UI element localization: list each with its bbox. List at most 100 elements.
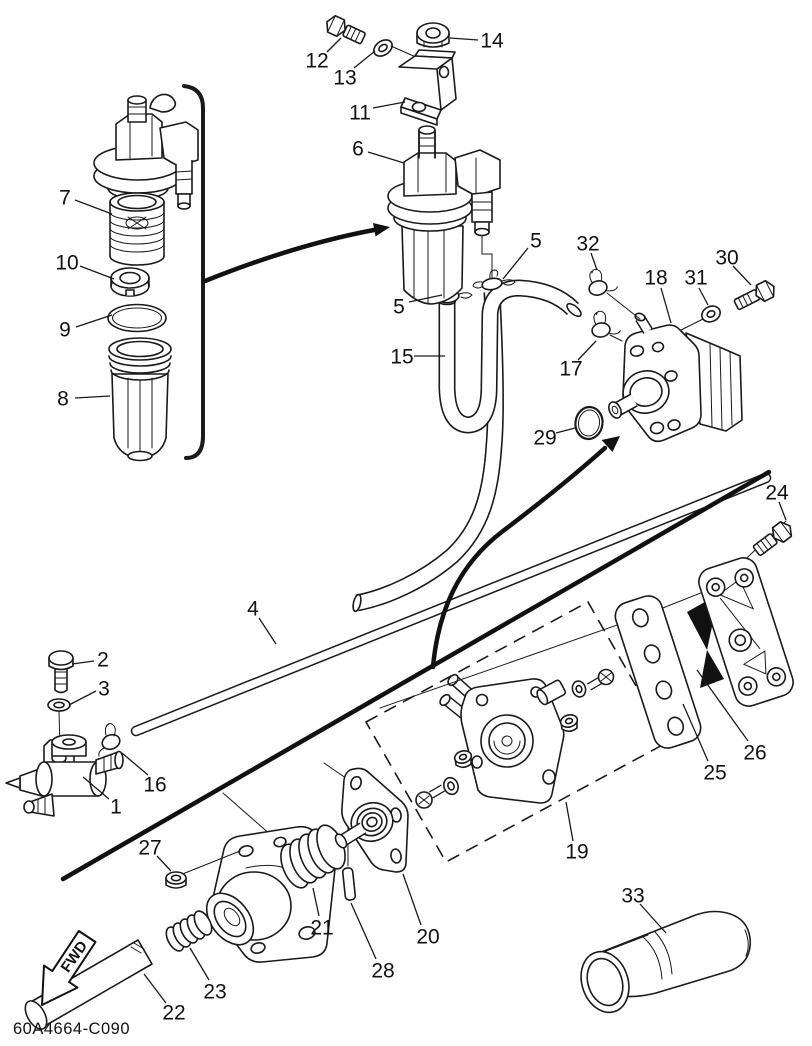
part-callout-7: 7: [59, 187, 71, 210]
spring-21: [280, 824, 346, 889]
pipe-clip-16: [98, 723, 121, 757]
o-ring-29: [574, 405, 604, 441]
o-ring-9-drawing: [107, 303, 167, 333]
callout-leader-31: [698, 287, 709, 306]
callout-leader-30: [732, 265, 752, 286]
part-callout-28: 28: [371, 960, 394, 983]
part-callout-17: 17: [559, 358, 582, 381]
callout-leader-16: [121, 752, 149, 776]
valve-cap-19: [536, 679, 567, 706]
part-callout-25: 25: [703, 762, 726, 785]
part-callout-26: 26: [743, 742, 766, 765]
callout-leader-14: [449, 37, 479, 41]
nut-14: [416, 22, 450, 48]
part-callout-6: 6: [352, 138, 364, 161]
nut-19-left: [453, 750, 473, 769]
bolt-30: [733, 279, 775, 311]
part-callout-14: 14: [480, 30, 504, 53]
fuel-hose-lower: [352, 291, 504, 613]
detail-reference-arrow-bottom: [430, 436, 620, 670]
part-callout-19: 19: [565, 841, 588, 864]
fuel-joint-1: [5, 734, 124, 817]
clip-align-lines: [606, 292, 641, 342]
callout-leader-32: [590, 252, 598, 271]
align-line-27: [179, 850, 241, 876]
filter-element-drawing: [109, 192, 165, 266]
callout-leader-11: [372, 101, 406, 109]
callout-leader-7: [74, 199, 113, 215]
nut-27: [165, 871, 187, 889]
fuel-pump-18: [608, 312, 743, 443]
retaining-clip-32: [583, 264, 619, 298]
part-callout-33: 33: [621, 885, 644, 908]
hose-clip-5-right: [472, 269, 516, 291]
pump-body-19: [439, 673, 565, 804]
washer-13: [373, 39, 393, 57]
assembly-axis-line: [379, 520, 787, 709]
part-callout-29: 29: [533, 427, 556, 450]
fuel-hose-15: [437, 279, 582, 434]
part-callout-32: 32: [576, 233, 599, 256]
part-callout-5: 5: [530, 230, 542, 253]
part-callout-5: 5: [393, 296, 405, 319]
callout-leader-22: [143, 973, 167, 1004]
callout-leader-20: [402, 873, 422, 926]
nut-19-right: [559, 714, 579, 733]
washer-31: [701, 305, 721, 323]
gasket-25: [614, 595, 702, 749]
engine-section-line: [60, 469, 772, 882]
drawing-code: 60A4664-C090: [13, 1020, 130, 1038]
callout-leader-33: [639, 903, 667, 934]
bracket-11: [398, 49, 457, 126]
callout-leader-18: [660, 287, 672, 324]
callout-leader-17: [577, 340, 597, 361]
part-callout-3: 3: [98, 678, 110, 701]
retaining-clip-17: [588, 307, 622, 340]
part-callout-24: 24: [765, 482, 789, 505]
fuel-pipe-4: [130, 472, 772, 737]
callout-leader-6: [367, 151, 405, 164]
align-line-filter-right: [481, 235, 493, 279]
callout-leader-5: [502, 247, 529, 280]
callout-leader-27: [156, 855, 172, 872]
part-callout-11: 11: [349, 102, 371, 125]
fuel-filter-assembly-6: [387, 125, 501, 305]
part-callout-13: 13: [333, 67, 356, 90]
bolt-2: [48, 650, 74, 694]
callout-leader-2: [71, 660, 95, 665]
washer-19-left: [443, 776, 459, 796]
part-callout-9: 9: [59, 319, 71, 342]
intake-duct-33: [580, 910, 752, 1014]
part-callout-1: 1: [110, 796, 122, 819]
cover-26: [698, 557, 794, 707]
screw-19-right: [586, 668, 615, 691]
inset-panel: [93, 84, 205, 462]
spring-23: [165, 910, 213, 952]
callout-leader-12: [326, 37, 342, 53]
nut-10-drawing: [110, 267, 150, 297]
pin-28: [341, 867, 357, 901]
inset-border: [182, 84, 205, 460]
callout-leader-5: [408, 294, 443, 303]
callout-leader-26: [696, 669, 749, 742]
callout-leader-8: [74, 395, 111, 399]
washer-19-right: [571, 680, 587, 698]
callout-leader-3: [68, 690, 97, 706]
part-callout-21: 21: [310, 917, 333, 940]
part-callout-27: 27: [138, 837, 161, 860]
callout-leader-19: [565, 801, 574, 842]
bolt-24: [752, 521, 793, 557]
callout-leader-28: [350, 902, 377, 960]
part-callout-12: 12: [305, 50, 328, 73]
callout-leader-13: [353, 50, 376, 69]
part-callout-23: 23: [203, 981, 226, 1004]
washer-3: [47, 698, 71, 712]
filter-cup-8-drawing: [108, 337, 172, 462]
plunger-22: [24, 939, 153, 1030]
screw-19-left: [415, 784, 446, 809]
part-callout-22: 22: [162, 1002, 185, 1025]
part-callout-8: 8: [57, 388, 69, 411]
